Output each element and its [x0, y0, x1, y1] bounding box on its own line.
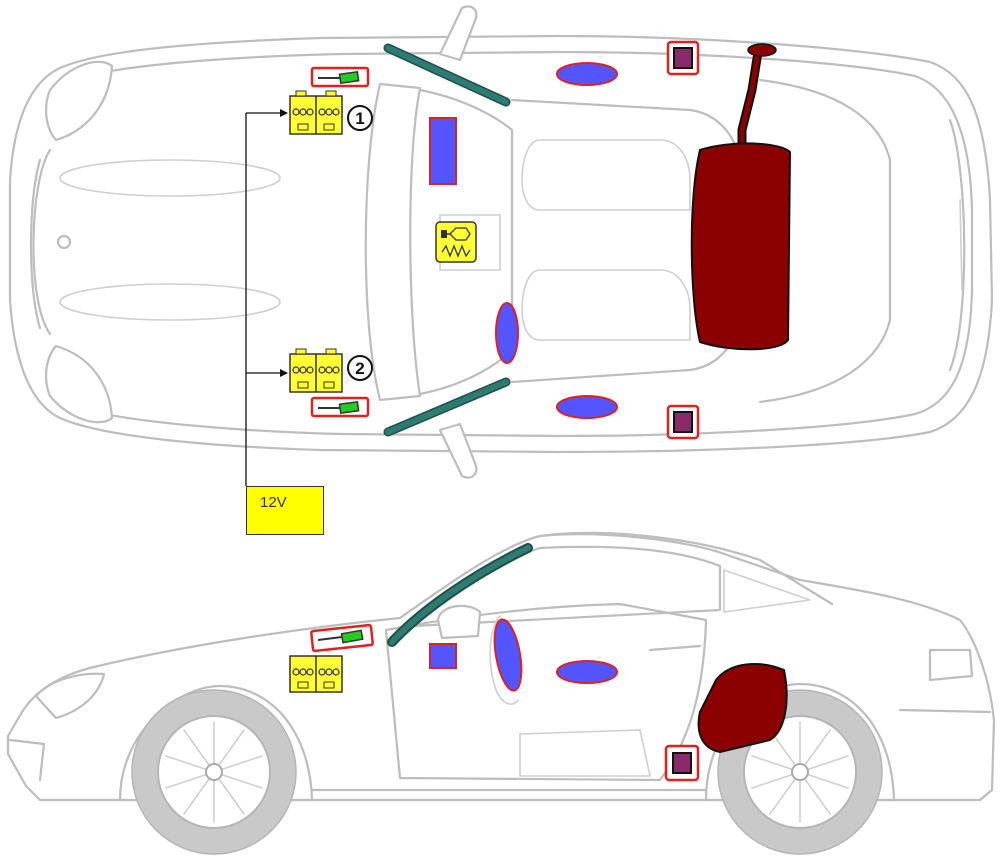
top-view-mirror-left — [438, 5, 478, 62]
fuel-tank-side — [697, 663, 788, 754]
door-airbag-top-right — [556, 395, 618, 419]
battery-callout-1: 1 — [347, 105, 373, 131]
cable-marker-side — [310, 623, 374, 653]
top-view-bonnet-crease-right — [59, 283, 281, 321]
top-view-mirror-right — [438, 422, 478, 479]
top-view-dashboard — [418, 88, 514, 396]
passenger-airbag-top — [429, 117, 457, 185]
battery-callout-2: 2 — [347, 355, 373, 381]
top-view-front-bumper — [32, 148, 52, 336]
pretensioner-top-left — [666, 40, 700, 76]
fuel-filler-cap-top — [747, 43, 777, 57]
top-view-car — [8, 5, 994, 479]
door-airbag-top-left — [556, 62, 618, 86]
side-view-car — [6, 531, 996, 855]
top-view-rear-deck — [758, 78, 892, 404]
fuel-tank-top — [690, 142, 792, 351]
battery-icon-2 — [289, 348, 343, 393]
top-view-rear-lamp-strip — [959, 199, 963, 291]
driver-airbag-side — [493, 618, 523, 692]
door-airbag-side — [556, 660, 618, 684]
top-view-headlight-left — [44, 60, 114, 142]
cable-marker-top-right — [310, 396, 370, 418]
battery-icon-side — [289, 655, 343, 693]
airbag-control-unit-icon — [435, 221, 477, 263]
top-view-emblem — [56, 234, 72, 250]
top-view-rear-bumper — [948, 118, 966, 372]
side-view-seat — [519, 729, 651, 777]
side-view-mirror — [436, 604, 482, 640]
side-view-tail-lamp — [928, 648, 974, 682]
top-view-bonnet-crease-left — [59, 159, 281, 197]
top-view-windscreen — [364, 82, 422, 402]
battery-callout-1-label: 1 — [355, 109, 364, 128]
side-view-rear-quarter-window — [723, 568, 811, 613]
top-view-seat-left — [521, 139, 691, 211]
side-view-roof — [538, 531, 834, 606]
battery-callout-2-label: 2 — [355, 359, 364, 378]
side-view-door-handle — [648, 644, 702, 652]
knee-airbag-side — [429, 643, 457, 669]
battery-icon-1 — [289, 90, 343, 135]
top-view-headlight-right — [44, 344, 114, 424]
driver-airbag-top — [495, 302, 519, 364]
side-view-front-bumper — [8, 738, 46, 782]
voltage-label-box: 12V — [246, 486, 324, 535]
battery-connector-lines — [245, 109, 288, 486]
side-view-steering-wheel — [489, 615, 519, 705]
side-view-rear-bumper — [898, 708, 992, 714]
voltage-label-text: 12V — [260, 494, 287, 511]
pretensioner-side — [664, 744, 700, 782]
cable-marker-top-left — [310, 66, 370, 88]
top-view-shoulder-line — [68, 50, 974, 438]
top-view-grille — [29, 158, 42, 330]
top-view-seat-right — [521, 269, 691, 341]
side-view-headlight — [34, 672, 106, 720]
pretensioner-top-right — [666, 404, 700, 440]
